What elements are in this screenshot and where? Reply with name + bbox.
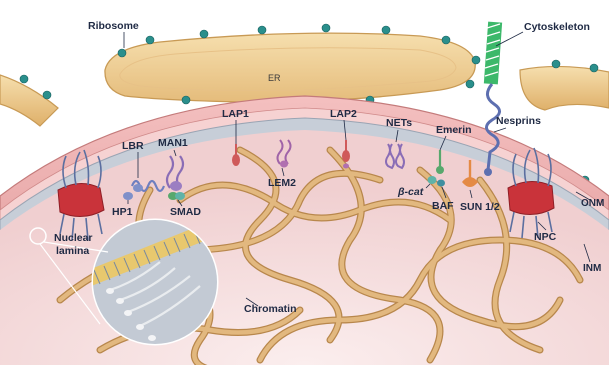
cytoskeleton-filament	[484, 22, 502, 85]
hp1-protein	[123, 192, 133, 200]
label-beta-cat: β-cat	[397, 186, 424, 198]
label-nuclear-lamina-line2: lamina	[56, 245, 89, 257]
label-lem2: LEM2	[268, 177, 296, 189]
label-lap1: LAP1	[222, 108, 249, 120]
label-baf: BAF	[432, 200, 454, 212]
label-emerin: Emerin	[436, 124, 472, 136]
label-hp1: HP1	[112, 206, 133, 218]
beta-catenin-protein	[428, 176, 437, 184]
baf-protein	[437, 180, 445, 187]
label-sun: SUN 1/2	[460, 201, 500, 213]
label-ribosome: Ribosome	[88, 20, 139, 32]
label-smad: SMAD	[170, 206, 201, 218]
label-nuclear-lamina-line1: Nuclear	[54, 232, 93, 244]
label-npc: NPC	[534, 231, 557, 243]
label-lbr: LBR	[122, 140, 144, 152]
label-cytoskeleton: Cytoskeleton	[524, 21, 590, 33]
smad-protein	[168, 192, 185, 200]
label-chromatin: Chromatin	[244, 303, 297, 315]
er-label: ER	[268, 73, 281, 83]
label-man1: MAN1	[158, 137, 188, 149]
label-lap2: LAP2	[330, 108, 357, 120]
label-onm: ONM	[581, 198, 604, 209]
label-nets: NETs	[386, 117, 412, 129]
label-nesprins: Nesprins	[496, 115, 541, 127]
label-inm: INM	[583, 263, 601, 274]
